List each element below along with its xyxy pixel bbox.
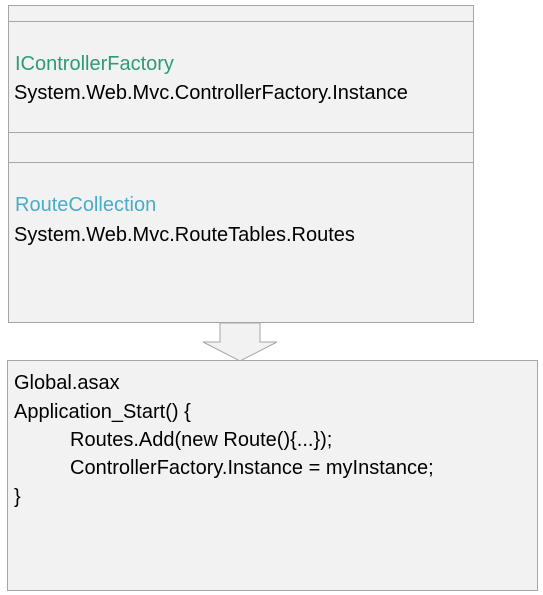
route-collection-type-name: RouteCollection	[15, 194, 157, 216]
application-start-signature: Application_Start() {	[14, 401, 191, 423]
controller-factory-section: IControllerFactory System.Web.Mvc.Contro…	[8, 21, 474, 133]
controller-factory-instance-path: System.Web.Mvc.ControllerFactory.Instanc…	[14, 82, 408, 104]
middle-spacer-strip	[8, 133, 474, 163]
controller-factory-assignment: ControllerFactory.Instance = myInstance;	[70, 457, 434, 479]
routes-add-statement: Routes.Add(new Route(){...});	[70, 429, 333, 451]
global-asax-filename: Global.asax	[14, 372, 120, 394]
route-collection-instance-path: System.Web.Mvc.RouteTables.Routes	[14, 224, 355, 246]
controller-factory-type-name: IControllerFactory	[15, 53, 174, 75]
top-spacer-strip	[8, 5, 474, 22]
down-arrow-icon	[202, 322, 278, 362]
route-collection-section: RouteCollection System.Web.Mvc.RouteTabl…	[8, 162, 474, 275]
global-asax-box: Global.asax Application_Start() { Routes…	[7, 360, 538, 591]
application-start-close-brace: }	[14, 486, 21, 508]
